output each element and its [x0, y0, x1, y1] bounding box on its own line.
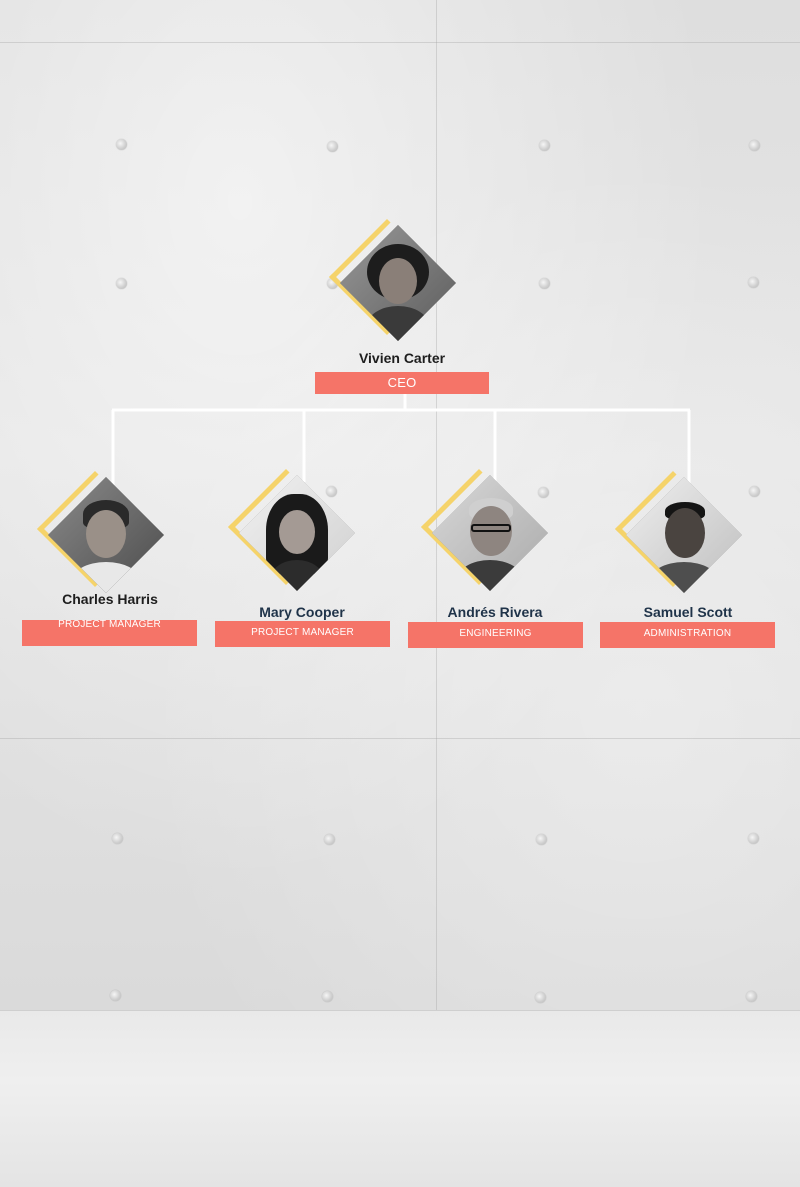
avatar	[432, 475, 548, 591]
tie-hole	[539, 140, 550, 151]
person-title-badge: ADMINISTRATION	[600, 622, 775, 648]
floor-background	[0, 1010, 800, 1187]
person-name: Andrés Rivera	[447, 604, 543, 620]
person-title-badge: ENGINEERING	[408, 622, 583, 648]
tie-hole	[749, 486, 760, 497]
tie-hole	[327, 141, 338, 152]
avatar-diamond	[37, 471, 164, 598]
tie-hole	[748, 277, 759, 288]
tie-hole	[746, 991, 757, 1002]
tie-hole	[322, 991, 333, 1002]
tie-hole	[326, 486, 337, 497]
tie-hole	[538, 487, 549, 498]
wall-seam-horizontal	[0, 738, 800, 739]
avatar	[626, 477, 742, 593]
tie-hole	[324, 834, 335, 845]
person-name: Samuel Scott	[643, 604, 733, 620]
avatar-diamond	[228, 469, 355, 596]
tie-hole	[116, 278, 127, 289]
person-title-badge: CEO	[315, 372, 489, 394]
glasses-icon	[471, 524, 511, 532]
person-name: Mary Cooper	[259, 604, 345, 620]
tie-hole	[116, 139, 127, 150]
person-name: Charles Harris	[62, 591, 158, 607]
tie-hole	[110, 990, 121, 1001]
tie-hole	[536, 834, 547, 845]
person-title-badge: PROJECT MANAGER	[215, 621, 390, 647]
person-title-badge: PROJECT MANAGER	[22, 620, 197, 646]
wall-seam-horizontal	[0, 42, 800, 43]
tie-hole	[112, 833, 123, 844]
wall-seam-vertical	[436, 0, 437, 1010]
avatar	[239, 475, 355, 591]
tie-hole	[327, 278, 338, 289]
avatar-diamond	[329, 219, 456, 346]
person-name: Vivien Carter	[358, 350, 446, 366]
tie-hole	[539, 278, 550, 289]
avatar	[48, 477, 164, 593]
tie-hole	[749, 140, 760, 151]
avatar	[340, 225, 456, 341]
tie-hole	[535, 992, 546, 1003]
avatar-diamond	[615, 471, 742, 598]
tie-hole	[748, 833, 759, 844]
avatar-diamond	[421, 469, 548, 596]
